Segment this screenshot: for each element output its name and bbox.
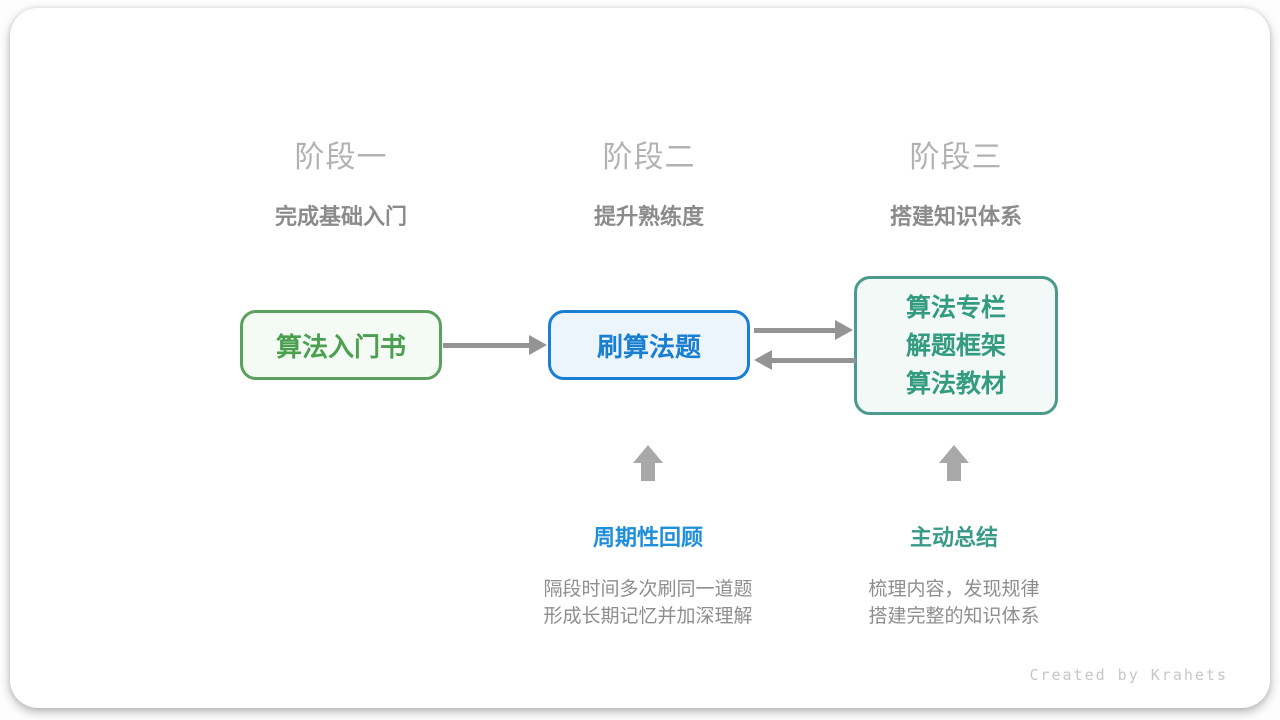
desc-line: 隔段时间多次刷同一道题: [543, 579, 753, 600]
diagram-card: 阶段一 完成基础入门 阶段二 提升熟练度 阶段三 搭建知识体系 算法入门书 刷算…: [10, 8, 1270, 708]
annotation-active-summary: 主动总结 梳理内容，发现规律 搭建完整的知识体系: [794, 520, 1114, 630]
node-intro-book: 算法入门书: [240, 310, 442, 380]
stage-2-header: 阶段二 提升熟练度: [489, 132, 809, 231]
annotation-periodic-review: 周期性回顾 隔段时间多次刷同一道题 形成长期记忆并加深理解: [488, 520, 808, 630]
node-practice-problems-label: 刷算法题: [596, 331, 701, 362]
node-intro-book-label: 算法入门书: [275, 331, 406, 362]
stage-3-title: 阶段三: [909, 141, 1003, 174]
annotation-periodic-review-desc: 隔段时间多次刷同一道题 形成长期记忆并加深理解: [488, 576, 808, 630]
node-knowledge-line-2: 解题框架: [905, 331, 1006, 360]
stage-1-header: 阶段一 完成基础入门: [181, 132, 501, 231]
desc-line: 形成长期记忆并加深理解: [543, 606, 753, 627]
stage-3-subtitle: 搭建知识体系: [889, 204, 1022, 229]
node-knowledge-sources: 算法专栏 解题框架 算法教材: [854, 276, 1058, 415]
desc-line: 搭建完整的知识体系: [868, 606, 1040, 627]
arrow-up-icon: [939, 445, 969, 481]
annotation-active-summary-label: 主动总结: [909, 525, 998, 550]
desc-line: 梳理内容，发现规律: [868, 579, 1040, 600]
stage-2-title: 阶段二: [602, 141, 696, 174]
annotation-periodic-review-label: 周期性回顾: [592, 525, 703, 550]
stage-3-header: 阶段三 搭建知识体系: [796, 132, 1116, 231]
node-knowledge-line-3: 算法教材: [905, 369, 1006, 398]
stage-1-title: 阶段一: [294, 141, 388, 174]
annotation-active-summary-desc: 梳理内容，发现规律 搭建完整的知识体系: [794, 576, 1114, 630]
node-knowledge-line-1: 算法专栏: [905, 293, 1006, 322]
stage-1-subtitle: 完成基础入门: [274, 204, 407, 229]
node-practice-problems: 刷算法题: [548, 310, 750, 380]
stage-2-subtitle: 提升熟练度: [593, 204, 704, 229]
credit-text: Created by Krahets: [1029, 666, 1228, 684]
arrow-up-icon: [633, 445, 663, 481]
